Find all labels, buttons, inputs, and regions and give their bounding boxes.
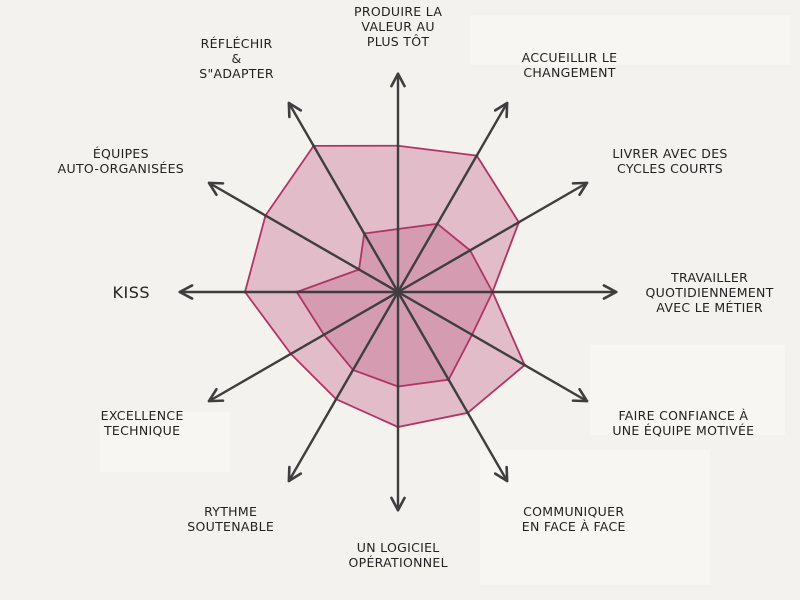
axis-arrowhead — [287, 465, 303, 483]
axis-line — [396, 181, 589, 294]
axis-line — [287, 290, 400, 483]
axis-line — [396, 290, 509, 483]
paper-patch — [100, 412, 230, 472]
paper-patch — [470, 15, 790, 65]
axis-arrowhead — [571, 181, 589, 197]
axis-line — [207, 181, 400, 294]
axis-label: Livrer avec des cycles courts — [612, 145, 728, 176]
axis-line — [207, 290, 400, 403]
axis-arrowhead — [571, 387, 589, 403]
axis-arrowhead — [178, 284, 194, 300]
axis-arrowhead — [207, 387, 225, 403]
axis-arrowhead — [493, 101, 509, 119]
axis-label: Rythme soutenable — [187, 504, 275, 535]
paper-patch — [480, 450, 710, 585]
axis-arrowhead — [207, 181, 225, 197]
axis-label: Faire confiance à une équipe motivée — [612, 408, 755, 439]
axis-arrows — [178, 72, 618, 512]
axis-label: Communiquer en face à face — [521, 504, 626, 535]
axis-line — [287, 101, 400, 294]
axis-arrowhead — [493, 465, 509, 483]
axis-label: Produire la valeur au plus tôt — [354, 4, 443, 49]
axis-label: KISS — [112, 282, 151, 302]
paper-patch — [590, 345, 785, 435]
axis-label: Un logiciel opérationnel — [348, 539, 448, 570]
axis-label: Réfléchir & S"adapter — [199, 35, 274, 81]
axis-label: Travailler quotidiennement avec le métie… — [645, 269, 774, 315]
axis-line — [396, 290, 589, 403]
axis-line — [396, 101, 509, 294]
axis-label: Accueillir le changement — [521, 49, 618, 80]
axis-arrowhead — [287, 101, 303, 119]
axis-label: Équipes auto-organisées — [57, 145, 185, 176]
axis-arrowhead — [390, 72, 406, 88]
axis-label: Excellence technique — [100, 408, 184, 439]
axis-arrowhead — [602, 284, 618, 300]
axis-arrowhead — [390, 496, 406, 512]
